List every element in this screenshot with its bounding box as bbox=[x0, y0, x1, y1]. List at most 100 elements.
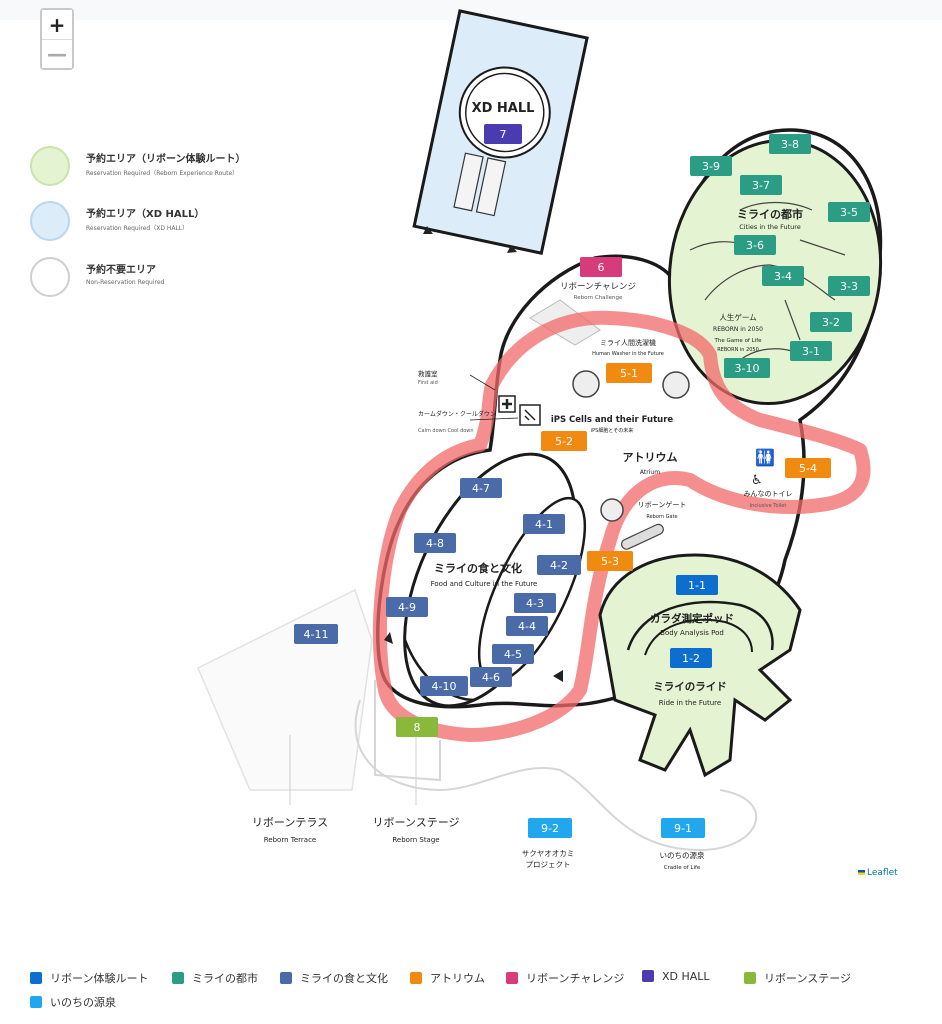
marker-4-10[interactable]: 4-10 bbox=[420, 676, 468, 696]
marker-badge[interactable] bbox=[528, 818, 572, 838]
marker-badge[interactable] bbox=[414, 533, 456, 553]
marker-badge[interactable] bbox=[690, 156, 732, 176]
legend-label-en: Non-Reservation Required bbox=[86, 279, 165, 286]
marker-badge[interactable] bbox=[790, 341, 832, 361]
marker-4-2[interactable]: 4-2 bbox=[537, 555, 581, 575]
marker-badge[interactable] bbox=[396, 717, 438, 737]
marker-3-9[interactable]: 3-9 bbox=[690, 156, 732, 176]
category-swatch bbox=[410, 972, 422, 984]
food-entrance-arrow bbox=[553, 670, 563, 682]
marker-label: 4-3 bbox=[526, 597, 544, 610]
marker-badge[interactable] bbox=[506, 616, 548, 636]
marker-9-1[interactable]: 9-1 bbox=[661, 818, 705, 838]
marker-3-1[interactable]: 3-1 bbox=[790, 341, 832, 361]
marker-3-8[interactable]: 3-8 bbox=[769, 134, 811, 154]
marker-badge[interactable] bbox=[810, 312, 852, 332]
marker-4-4[interactable]: 4-4 bbox=[506, 616, 548, 636]
marker-badge[interactable] bbox=[740, 175, 782, 195]
marker-badge[interactable] bbox=[762, 266, 804, 286]
marker-badge[interactable] bbox=[676, 575, 718, 595]
marker-3-2[interactable]: 3-2 bbox=[810, 312, 852, 332]
marker-badge[interactable] bbox=[661, 818, 705, 838]
marker-5-4[interactable]: 5-4 bbox=[785, 458, 831, 478]
gate-label-en: Reborn Gate bbox=[646, 514, 677, 520]
leaflet-attribution[interactable]: Leaflet bbox=[858, 868, 898, 878]
marker-badge[interactable] bbox=[541, 431, 587, 451]
marker-badge[interactable] bbox=[670, 648, 712, 668]
marker-3-7[interactable]: 3-7 bbox=[740, 175, 782, 195]
category-food-culture[interactable]: ミライの食と文化 bbox=[280, 970, 388, 986]
marker-badge[interactable] bbox=[492, 644, 534, 664]
atrium-pod-left bbox=[572, 370, 600, 398]
marker-badge[interactable] bbox=[386, 597, 428, 617]
marker-4-9[interactable]: 4-9 bbox=[386, 597, 428, 617]
marker-label: 4-9 bbox=[398, 601, 416, 614]
marker-4-1[interactable]: 4-1 bbox=[523, 514, 565, 534]
atrium-route-highlight bbox=[373, 310, 871, 742]
marker-4-7[interactable]: 4-7 bbox=[460, 478, 502, 498]
marker-badge[interactable] bbox=[460, 478, 502, 498]
category-reborn-route[interactable]: リボーン体験ルート bbox=[30, 970, 148, 986]
cities-label: ミライの都市 bbox=[737, 207, 803, 221]
marker-4-8[interactable]: 4-8 bbox=[414, 533, 456, 553]
challenge-label: リボーンチャレンジ bbox=[560, 282, 636, 292]
marker-badge[interactable] bbox=[294, 624, 338, 644]
marker-badge[interactable] bbox=[734, 235, 776, 255]
category-future-cities[interactable]: ミライの都市 bbox=[172, 970, 258, 986]
marker-badge[interactable] bbox=[724, 358, 770, 378]
marker-badge[interactable] bbox=[587, 551, 633, 571]
marker-4-6[interactable]: 4-6 bbox=[470, 667, 512, 687]
marker-badge[interactable] bbox=[484, 124, 522, 144]
xd-entrance-arrow bbox=[423, 226, 433, 234]
category-reborn-stage[interactable]: リボーンステージ bbox=[744, 970, 851, 986]
zoom-control: + — bbox=[40, 8, 74, 70]
marker-badge[interactable] bbox=[769, 134, 811, 154]
category-swatch bbox=[172, 972, 184, 984]
marker-badge[interactable] bbox=[580, 257, 622, 277]
marker-3-4[interactable]: 3-4 bbox=[762, 266, 804, 286]
zoom-in-button[interactable]: + bbox=[42, 10, 72, 39]
marker-badge[interactable] bbox=[470, 667, 512, 687]
marker-9-2[interactable]: 9-2 bbox=[528, 818, 572, 838]
category-reborn-challenge[interactable]: リボーンチャレンジ bbox=[506, 970, 624, 986]
marker-5-2[interactable]: 5-2 bbox=[541, 431, 587, 451]
marker-3-5[interactable]: 3-5 bbox=[828, 202, 870, 222]
marker-1-2[interactable]: 1-2 bbox=[670, 648, 712, 668]
category-label: いのちの源泉 bbox=[50, 996, 116, 1009]
game-label-3: The Game of Life bbox=[713, 338, 762, 344]
marker-4-5[interactable]: 4-5 bbox=[492, 644, 534, 664]
legend-white-swatch bbox=[30, 257, 70, 297]
category-swatch bbox=[280, 972, 292, 984]
marker-label: 7 bbox=[500, 128, 507, 141]
marker-badge[interactable] bbox=[537, 555, 581, 575]
zoom-out-button[interactable]: — bbox=[42, 39, 72, 68]
legend-green-swatch bbox=[30, 146, 70, 186]
ips-label: iPS Cells and their Future bbox=[551, 415, 674, 425]
marker-6[interactable]: 6 bbox=[580, 257, 622, 277]
marker-badge[interactable] bbox=[420, 676, 468, 696]
marker-3-6[interactable]: 3-6 bbox=[734, 235, 776, 255]
marker-3-3[interactable]: 3-3 bbox=[828, 276, 870, 296]
stage-label: リボーンステージ bbox=[372, 816, 459, 829]
wolf-label-1: サクヤオオカミ bbox=[522, 849, 575, 858]
marker-badge[interactable] bbox=[523, 514, 565, 534]
category-atrium[interactable]: アトリウム bbox=[410, 970, 485, 986]
marker-8[interactable]: 8 bbox=[396, 717, 438, 737]
marker-1-1[interactable]: 1-1 bbox=[676, 575, 718, 595]
marker-5-1[interactable]: 5-1 bbox=[606, 363, 652, 383]
marker-4-3[interactable]: 4-3 bbox=[514, 593, 556, 613]
food-label: ミライの食と文化 bbox=[434, 561, 522, 575]
category-xd-hall[interactable]: XD HALL bbox=[642, 970, 710, 983]
marker-7[interactable]: 7 bbox=[484, 124, 522, 144]
marker-badge[interactable] bbox=[785, 458, 831, 478]
marker-badge[interactable] bbox=[828, 276, 870, 296]
marker-5-3[interactable]: 5-3 bbox=[587, 551, 633, 571]
marker-3-10[interactable]: 3-10 bbox=[724, 358, 770, 378]
marker-badge[interactable] bbox=[606, 363, 652, 383]
marker-4-11[interactable]: 4-11 bbox=[294, 624, 338, 644]
category-cradle[interactable]: いのちの源泉 bbox=[30, 994, 116, 1010]
marker-badge[interactable] bbox=[828, 202, 870, 222]
marker-label: 4-10 bbox=[432, 680, 457, 693]
marker-badge[interactable] bbox=[514, 593, 556, 613]
